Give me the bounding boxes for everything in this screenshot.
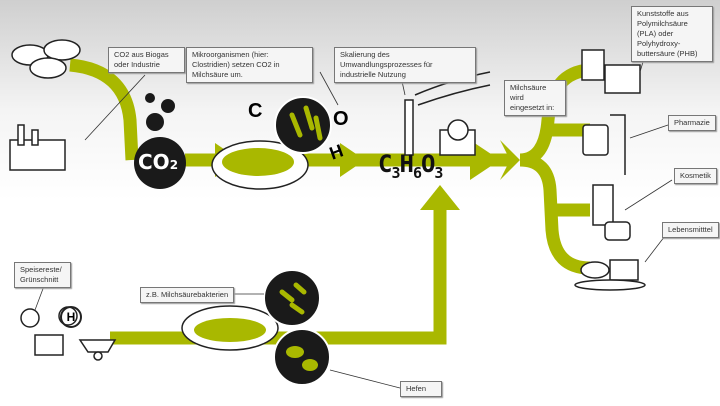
label-lactic-bacteria: z.B. Milchsäurebakterien	[140, 287, 235, 303]
label-scaling: Skalierung des Umwandlungsprozesses für …	[334, 47, 476, 83]
molecule-o: O	[333, 108, 349, 130]
clostridia-magnifier-icon	[274, 96, 332, 154]
label-pharma: Pharmazie	[668, 115, 716, 131]
plastic-products-icon	[581, 49, 641, 94]
arrow-icon	[500, 140, 520, 180]
co2-flow-path	[69, 58, 139, 161]
biogas-tanks-icon	[11, 39, 81, 79]
label-cosmetics: Kosmetik	[674, 168, 717, 184]
food-icon	[574, 259, 646, 291]
branch-food	[519, 153, 591, 275]
bacteria-icon	[289, 105, 323, 141]
label-yeast: Hefen	[400, 381, 442, 397]
molecule-c: C	[248, 100, 263, 122]
co2-subscript: 2	[169, 158, 179, 172]
hydrogen-icon: H	[60, 306, 82, 328]
wheelbarrow-icon	[78, 339, 117, 361]
factory-icon	[9, 124, 66, 171]
yeast-cells-icon	[286, 346, 318, 371]
co2-symbol: CO2	[138, 150, 178, 174]
co2-bubbles	[134, 93, 186, 189]
lactic-bacteria-icon	[279, 282, 307, 315]
industrial-plant-icon	[404, 71, 491, 156]
arrow-up-icon	[420, 185, 460, 210]
cosmetics-icon	[592, 184, 631, 241]
co2-text: CO	[138, 150, 170, 174]
arrow-icon	[340, 143, 365, 177]
label-food-waste: Speisereste/ Grünschnitt	[14, 262, 71, 288]
label-co2-source: CO2 aus Biogas oder Industrie	[108, 47, 185, 73]
label-food: Lebensmitttel	[662, 222, 719, 238]
culture-bottom-icon	[194, 318, 266, 342]
yeast-magnifier-icon	[273, 328, 331, 386]
label-used-in: Milchsäure wird eingesetzt in:	[504, 80, 566, 116]
label-microorganisms: Mikroorganismen (hier: Clostridien) setz…	[186, 47, 313, 83]
arrow-icon	[470, 140, 500, 180]
arrowheads	[215, 140, 520, 210]
lactic-acid-formula: C3H6O3	[378, 150, 443, 182]
iv-bag-icon	[582, 114, 626, 175]
label-plastics: Kunststoffe aus Polymilchsäure (PLA) ode…	[631, 6, 713, 62]
culture-icon	[222, 148, 294, 176]
